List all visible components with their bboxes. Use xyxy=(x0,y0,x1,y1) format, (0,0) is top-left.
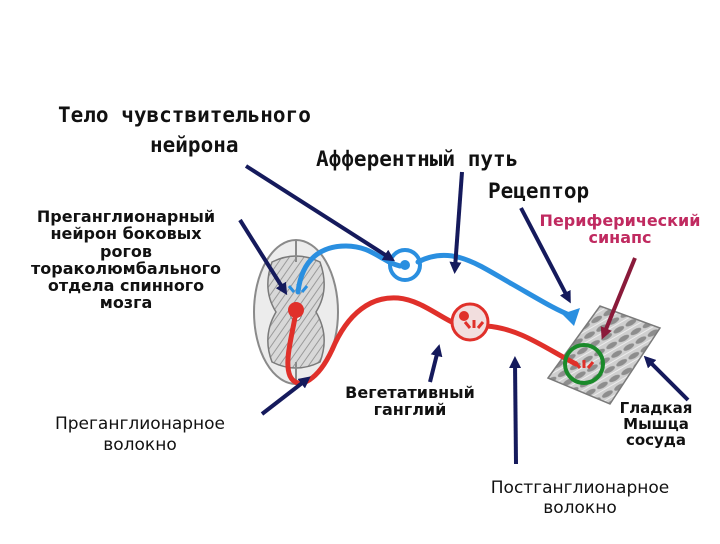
label-receptor: Рецептор xyxy=(488,179,590,203)
peripheral-synapse-ring xyxy=(563,343,605,385)
pointer-arrows xyxy=(238,164,690,465)
label-preganglionic-fiber: Преганглионарное волокно xyxy=(28,414,252,457)
label-preganglionic-neuron-line6: мозга xyxy=(99,293,153,313)
label-sensory-neuron-body-line1: Тело чувствительного xyxy=(58,103,311,127)
arrow-preganglionic-neuron xyxy=(238,218,288,296)
label-peripheral-synapse-line2: синапс xyxy=(588,228,652,248)
label-postganglionic-fiber-line2: волокно xyxy=(543,498,617,519)
efferent-pathway xyxy=(285,295,579,386)
smooth-muscle xyxy=(546,305,662,405)
arrow-preganglionic-fiber xyxy=(260,376,311,416)
label-preganglionic-fiber-line1: Преганглионарное xyxy=(54,414,226,434)
label-smooth-muscle-line1: Гладкая xyxy=(619,399,693,417)
label-vegetative-ganglion-line1: Вегетативный xyxy=(345,383,475,402)
label-vegetative-ganglion: Вегетативный ганглий xyxy=(320,384,500,419)
arrow-peripheral-synapse xyxy=(600,257,637,340)
label-peripheral-synapse: Периферический синапс xyxy=(530,212,710,247)
label-vegetative-ganglion-line2: ганглий xyxy=(373,400,447,420)
arrow-vegetative-ganglion xyxy=(428,344,443,383)
label-peripheral-synapse-line1: Периферический xyxy=(539,211,701,230)
label-smooth-muscle: Гладкая Мышца сосуда xyxy=(604,400,708,449)
label-smooth-muscle-line3: сосуда xyxy=(625,431,687,450)
label-preganglionic-neuron: Преганглионарный нейрон боковых рогов то… xyxy=(4,208,248,312)
label-preganglionic-fiber-line2: волокно xyxy=(103,435,177,456)
label-postganglionic-fiber-line1: Постганглионарное xyxy=(490,478,670,498)
label-sensory-neuron-body-line2: нейрона xyxy=(150,133,239,157)
arrow-receptor xyxy=(519,207,571,304)
arrow-afferent-path xyxy=(449,171,464,274)
label-preganglionic-neuron-line3: рогов xyxy=(100,241,152,261)
label-afferent-path: Афферентный путь xyxy=(316,147,519,171)
label-preganglionic-neuron-line5: отдела спинного xyxy=(47,276,205,296)
arrow-postganglionic-fiber xyxy=(509,356,522,465)
label-smooth-muscle-line2: Мышца xyxy=(623,415,689,434)
label-preganglionic-neuron-line1: Преганглионарный xyxy=(36,207,216,226)
label-preganglionic-neuron-line4: тораколюмбального xyxy=(31,258,221,278)
arrow-sensory-body xyxy=(244,164,396,262)
arrow-smooth-muscle xyxy=(643,355,690,402)
label-preganglionic-neuron-line2: нейрон боковых xyxy=(50,224,202,244)
label-postganglionic-fiber: Постганглионарное волокно xyxy=(460,478,700,519)
